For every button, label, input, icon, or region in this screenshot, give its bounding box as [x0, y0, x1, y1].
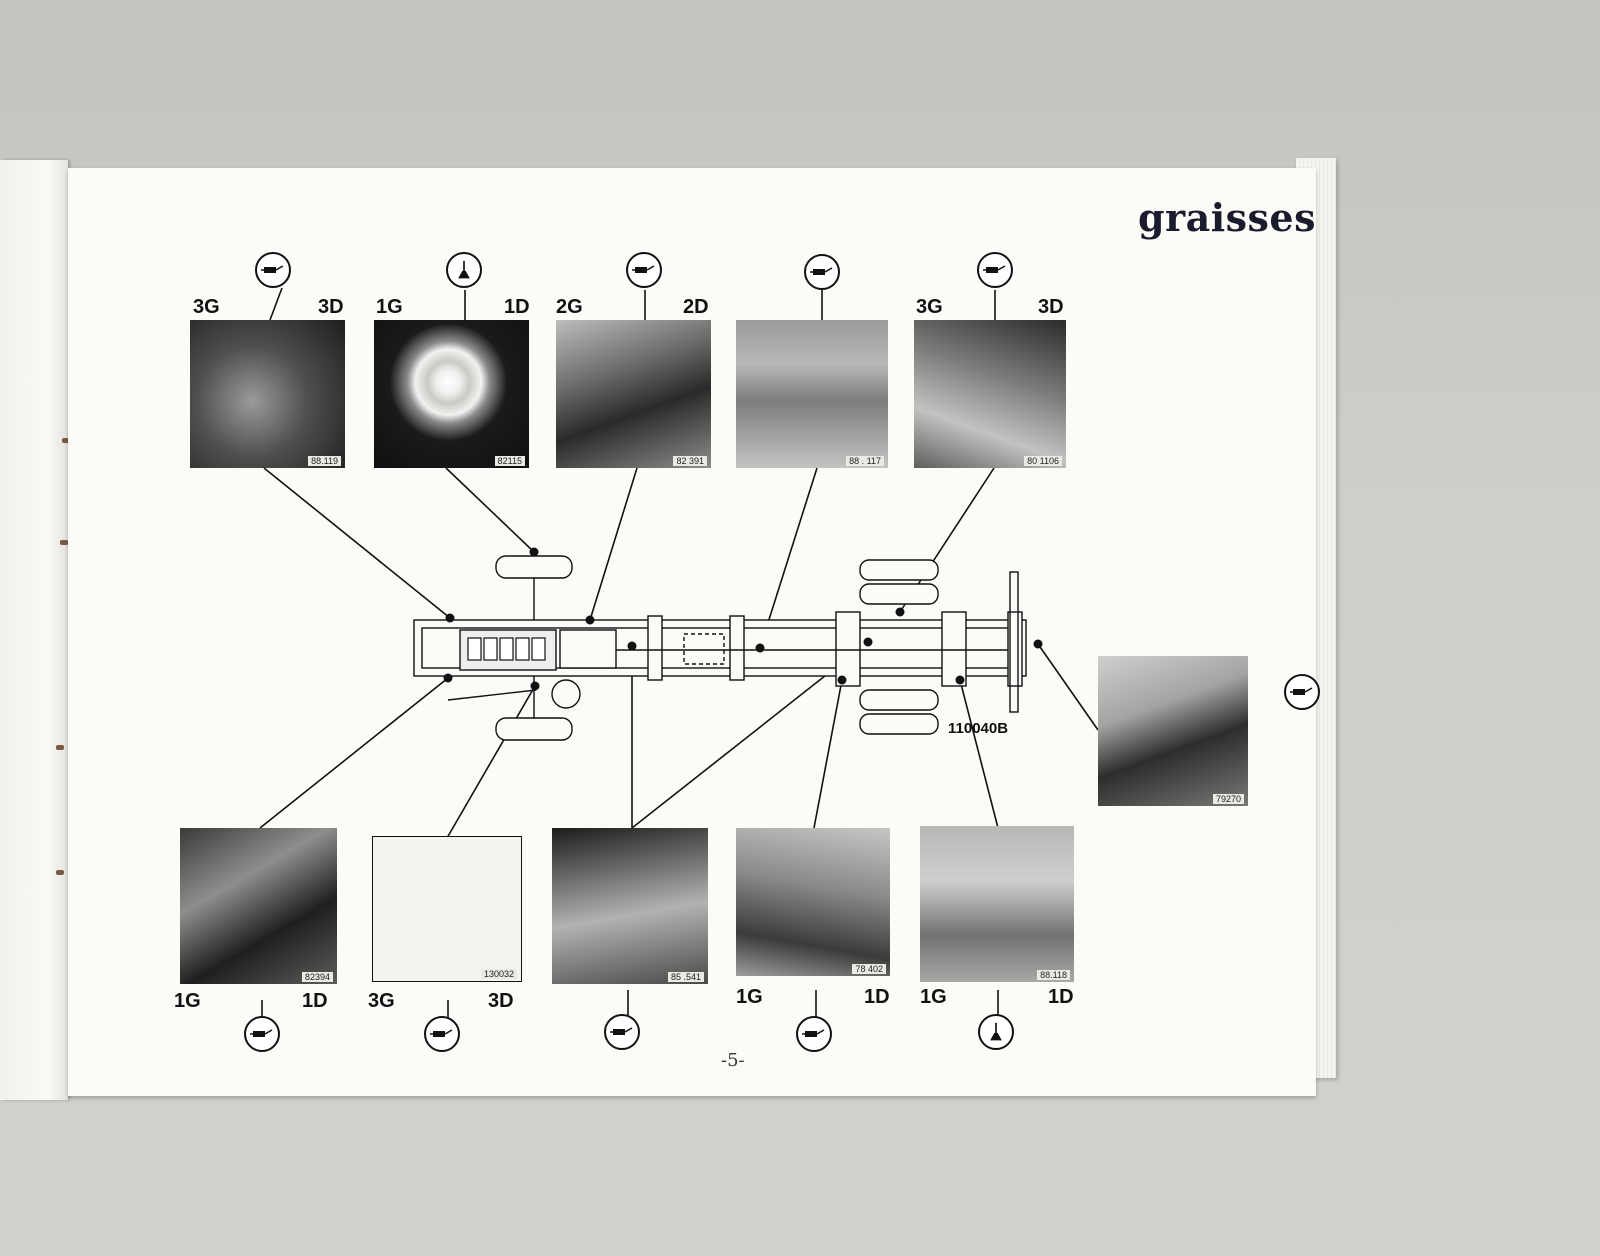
photo-spring-drawing: 130032: [372, 836, 522, 982]
photo-label-left: 3G: [368, 990, 395, 1012]
page-number: -5-: [721, 1050, 745, 1071]
photo-wheel-hub: 82115: [374, 320, 529, 468]
photo-code: 88.119: [308, 456, 341, 466]
photo-spring-bracket: 88.118: [920, 826, 1074, 982]
photo-label-left: 3G: [916, 296, 943, 318]
photo-label-right: 3D: [318, 296, 344, 318]
photo-label-right: 3D: [488, 990, 514, 1012]
oil-can-icon: [978, 1014, 1014, 1050]
diagram-reference: 110040B: [948, 720, 1009, 737]
photo-code: 82394: [301, 972, 333, 982]
photo-rear-spring: 80 1106: [914, 320, 1066, 468]
photo-rear-spring-pin: 78 402: [736, 828, 890, 976]
photo-gearbox-joint: 85 .541: [552, 828, 708, 984]
photo-tow-hitch: 79270: [1098, 656, 1248, 806]
binding-hole: [56, 870, 64, 875]
photo-code: 78 402: [852, 964, 886, 974]
binding-hole: [56, 745, 64, 750]
oil-can-icon: [446, 252, 482, 288]
photo-label-left: 1G: [174, 990, 201, 1012]
photo-steering-link: 82 391: [556, 320, 711, 468]
photo-code: 79270: [1212, 794, 1244, 804]
page-title: graisses: [1138, 195, 1317, 240]
grease-gun-icon: [604, 1014, 640, 1050]
grease-gun-icon: [977, 252, 1013, 288]
photo-rear-suspension: 88.119: [190, 320, 345, 468]
binding-hole: [60, 540, 68, 545]
photo-label-right: 3D: [1038, 296, 1064, 318]
photo-label-right: 2D: [683, 296, 709, 318]
photo-label-left: 3G: [193, 296, 220, 318]
photo-label-left: 1G: [376, 296, 403, 318]
photo-code: 88.118: [1037, 970, 1070, 980]
grease-gun-icon: [424, 1016, 460, 1052]
photo-label-left: 1G: [920, 986, 947, 1008]
grease-gun-icon: [1284, 674, 1320, 710]
photo-code: 85 .541: [667, 972, 704, 982]
photo-code: 88 . 117: [846, 456, 884, 466]
grease-gun-icon: [244, 1016, 280, 1052]
photo-driveshaft: 88 . 117: [736, 320, 888, 468]
grease-gun-icon: [626, 252, 662, 288]
left-page: [0, 160, 68, 1100]
photo-label-right: 1D: [1048, 986, 1074, 1008]
photo-code: 130032: [480, 969, 517, 979]
photo-label-right: 1D: [302, 990, 328, 1012]
photo-label-right: 1D: [504, 296, 530, 318]
photo-label-left: 2G: [556, 296, 583, 318]
grease-gun-icon: [255, 252, 291, 288]
grease-gun-icon: [796, 1016, 832, 1052]
photo-label-left: 1G: [736, 986, 763, 1008]
photo-front-spring-shackle: 82394: [180, 828, 337, 984]
binding-hole: [62, 438, 70, 443]
photo-code: 82 391: [673, 456, 707, 466]
photo-label-right: 1D: [864, 986, 890, 1008]
photo-code: 80 1106: [1024, 456, 1062, 466]
photo-code: 82115: [494, 456, 525, 466]
grease-gun-icon: [804, 254, 840, 290]
